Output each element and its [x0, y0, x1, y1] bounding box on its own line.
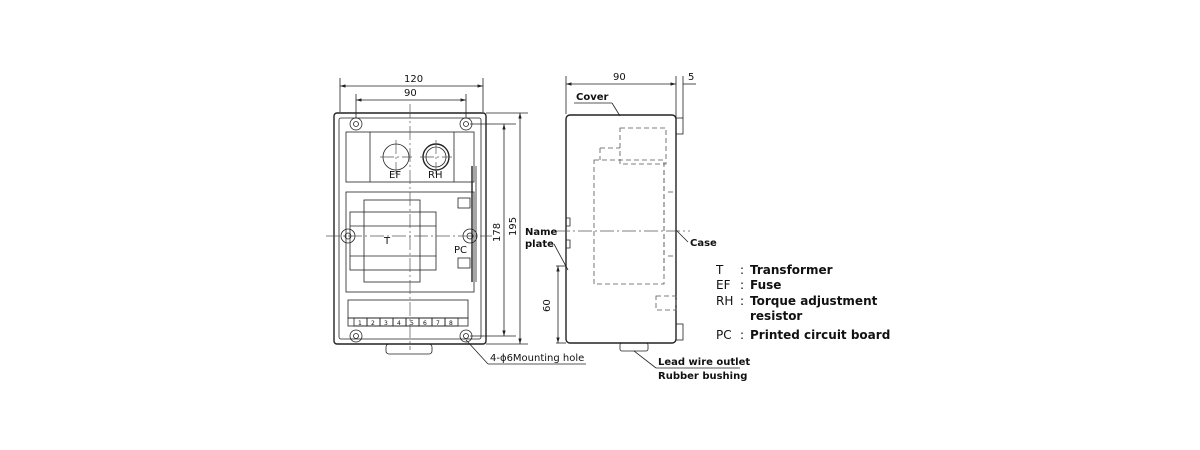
legend-code-t: T	[715, 263, 724, 277]
case-label: Case	[690, 238, 717, 249]
dim-90-front: 90	[404, 88, 417, 99]
name-plate-label-line2: plate	[525, 239, 554, 250]
terminal-number: 4	[397, 320, 401, 327]
terminal-number: 6	[423, 320, 427, 327]
bushing-side	[619, 342, 649, 352]
label-t: T	[383, 236, 391, 247]
terminal-number: 3	[384, 320, 388, 327]
mounting-hole-label: 4-ϕ6Mounting hole	[490, 353, 584, 364]
name-plate-label-line1: Name	[525, 227, 558, 238]
label-rh: RH	[428, 170, 442, 181]
dim-178: 178	[492, 223, 503, 242]
legend-desc-rh-2: resistor	[750, 309, 802, 323]
terminal-number: 1	[358, 320, 362, 327]
legend-code-pc: PC	[716, 328, 732, 342]
side-view: 90 5 60 Cover Name plate Case Lead wire …	[525, 72, 750, 382]
side-case-outline	[565, 114, 677, 344]
legend-sep-rh: :	[740, 294, 744, 308]
resistor-knob-icon	[420, 140, 452, 174]
terminal-number: 8	[449, 320, 453, 327]
dim-60: 60	[542, 299, 553, 312]
bushing-front	[385, 343, 433, 355]
rubber-bushing-label: Rubber bushing	[658, 371, 747, 382]
transformer-icon	[340, 191, 478, 293]
side-cover-flange	[675, 117, 684, 135]
lead-wire-outlet-label: Lead wire outlet	[658, 357, 750, 368]
fuse-icon	[380, 140, 412, 174]
legend-desc-ef: Fuse	[750, 278, 781, 292]
dim-5: 5	[688, 72, 694, 83]
terminal-number: 7	[436, 320, 440, 327]
label-ef: EF	[389, 170, 401, 181]
terminal-number: 5	[410, 320, 414, 327]
legend-sep-ef: :	[740, 278, 744, 292]
legend-desc-rh: Torque adjustment	[750, 294, 878, 308]
legend-desc-pc: Printed circuit board	[750, 328, 890, 342]
side-hidden-transformer	[593, 159, 665, 285]
terminal-cell	[444, 317, 459, 327]
dim-195: 195	[508, 217, 519, 236]
cover-label: Cover	[576, 92, 609, 103]
legend-code-ef: EF	[716, 278, 731, 292]
dim-120: 120	[404, 74, 423, 85]
legend-code-rh: RH	[716, 294, 733, 308]
dim-90-side: 90	[613, 72, 626, 83]
legend-desc-t: Transformer	[750, 263, 833, 277]
terminal-block: 1 2 3 4 5 6 7 8	[347, 299, 469, 327]
terminal-number: 2	[371, 320, 375, 327]
legend-sep-t: :	[740, 263, 744, 277]
legend-sep-pc: :	[740, 328, 744, 342]
pc-board-icon	[457, 166, 477, 282]
legend: T : Transformer EF : Fuse RH : Torque ad…	[715, 263, 890, 342]
front-view: EF RH T PC 1 2 3 4 5 6 7 8	[326, 74, 586, 365]
label-pc: PC	[454, 245, 467, 256]
